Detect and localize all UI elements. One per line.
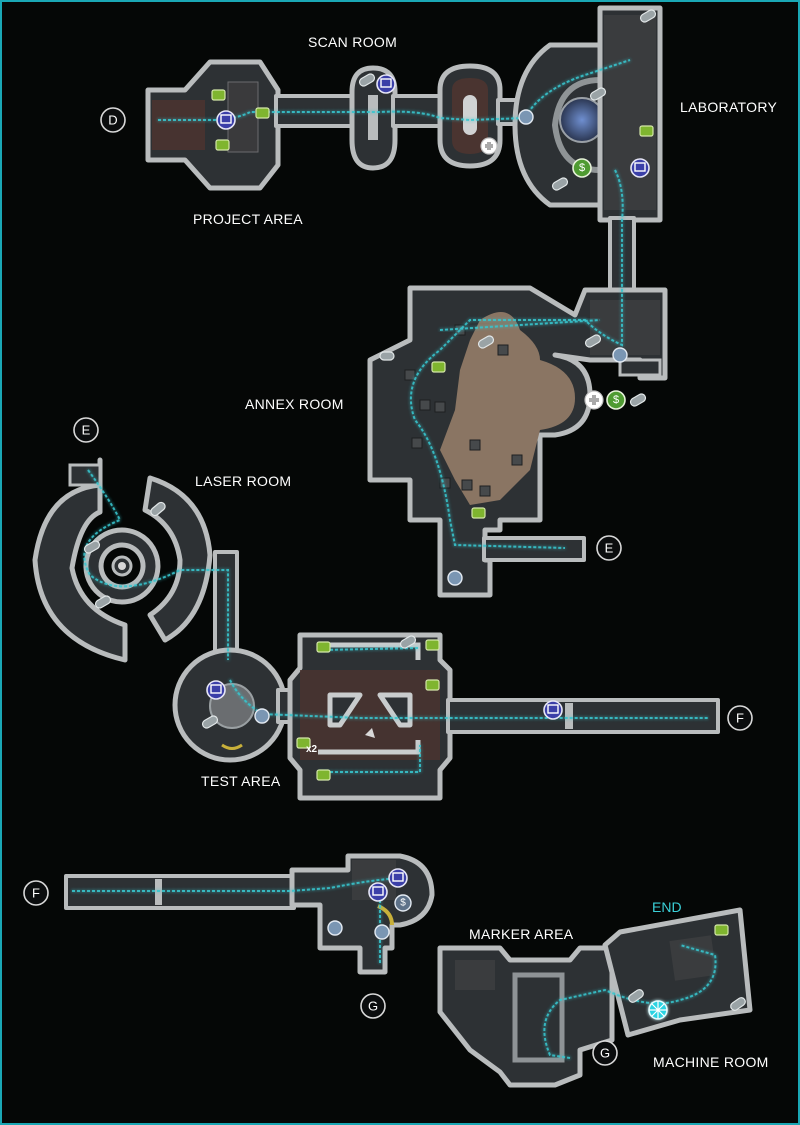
connection-marker-e-annex: E (596, 535, 622, 561)
shop-icon: $ (394, 894, 412, 912)
shop-symbol: $ (400, 898, 406, 909)
ammo-pickup-icon (379, 351, 395, 361)
supply-crate-icon (471, 507, 486, 519)
ammo-pickup-icon (358, 73, 376, 87)
label-marker-area: MARKER AREA (469, 926, 574, 942)
supply-crate-icon (425, 639, 440, 651)
map-items: $ $ $ (83, 9, 746, 1020)
save-terminal-icon (368, 882, 388, 902)
label-scan-room: SCAN ROOM (308, 34, 397, 50)
corridor-scan-capsule (391, 94, 445, 128)
svg-text:G: G (600, 1046, 610, 1061)
end-point-icon (648, 1000, 668, 1020)
label-end: END (652, 899, 682, 915)
supply-crate-icon (714, 924, 729, 936)
multiplier-badge: x2 (306, 744, 318, 755)
corridor-annex-e (482, 536, 586, 562)
ammo-pickup-icon (730, 997, 746, 1011)
ammo-pickup-icon (201, 715, 219, 729)
supply-crate-icon (639, 125, 654, 137)
label-laboratory: LABORATORY (680, 99, 778, 115)
ammo-pickup-icon (589, 87, 607, 101)
svg-text:F: F (32, 886, 40, 901)
corridor-laser-test (213, 550, 239, 664)
shop-symbol: $ (579, 162, 585, 174)
health-icon (584, 390, 604, 410)
ammo-pickup-icon (628, 989, 644, 1003)
ammo-pickup-icon (399, 635, 417, 649)
scanner-icon (254, 708, 270, 724)
label-test-area: TEST AREA (201, 773, 281, 789)
scanner-icon (612, 347, 628, 363)
supply-crate-icon (255, 107, 270, 119)
section-final (437, 907, 753, 1088)
annex-debris (404, 324, 523, 497)
connection-marker-f-start: F (23, 880, 49, 906)
ammo-pickup-icon (94, 595, 112, 609)
corridor-test-f (446, 698, 720, 734)
scanner-icon (447, 570, 463, 586)
ammo-pickup-icon (83, 540, 101, 554)
supply-crate-icon (316, 641, 331, 653)
room-labels: SCAN ROOM LABORATORY PROJECT AREA ANNEX … (193, 34, 778, 1070)
connection-marker-e-top: E (73, 417, 99, 443)
svg-text:E: E (605, 541, 614, 556)
scanner-icon (518, 109, 534, 125)
scanner-icon (327, 920, 343, 936)
health-icon (480, 137, 498, 155)
connection-marker-d: D (100, 107, 126, 133)
save-terminal-icon (206, 680, 226, 700)
save-terminal-icon (376, 74, 396, 94)
supply-crate-icon (211, 89, 226, 101)
section-upper (145, 5, 663, 300)
ammo-pickup-icon (639, 9, 657, 23)
room-laser-right (142, 475, 213, 643)
supply-crate-icon (425, 679, 440, 691)
ammo-pickup-icon (551, 177, 569, 191)
supply-crate-icon (431, 361, 446, 373)
label-annex-room: ANNEX ROOM (245, 396, 344, 412)
svg-text:D: D (108, 113, 117, 128)
connection-markers: D E E F F G G (23, 107, 753, 1066)
room-laser-outer (32, 457, 128, 663)
supply-crate-icon (215, 139, 230, 151)
section-laser (32, 457, 239, 664)
connection-marker-g-bottom: G (592, 1040, 618, 1066)
connection-marker-g-top: G (360, 993, 386, 1019)
shop-icon: $ (606, 390, 626, 410)
save-terminal-icon (543, 700, 563, 720)
svg-text:F: F (736, 711, 744, 726)
svg-text:E: E (82, 423, 91, 438)
ammo-pickup-icon (150, 501, 166, 517)
label-laser-room: LASER ROOM (195, 473, 291, 489)
ammo-pickup-icon (629, 393, 647, 407)
ammo-pickup-icon (477, 335, 495, 349)
save-terminal-icon (630, 158, 650, 178)
scanner-icon (374, 924, 390, 940)
ammo-pickup-icon (584, 334, 602, 348)
shop-symbol: $ (613, 394, 619, 406)
label-project-area: PROJECT AREA (193, 211, 303, 227)
connection-marker-f-test: F (727, 705, 753, 731)
supply-crate-icon (316, 769, 331, 781)
svg-text:G: G (368, 999, 378, 1014)
supply-crate-icon (296, 737, 311, 749)
shop-icon: $ (572, 158, 592, 178)
label-machine-room: MACHINE ROOM (653, 1054, 769, 1070)
save-terminal-icon (216, 110, 236, 130)
save-terminal-icon (388, 868, 408, 888)
